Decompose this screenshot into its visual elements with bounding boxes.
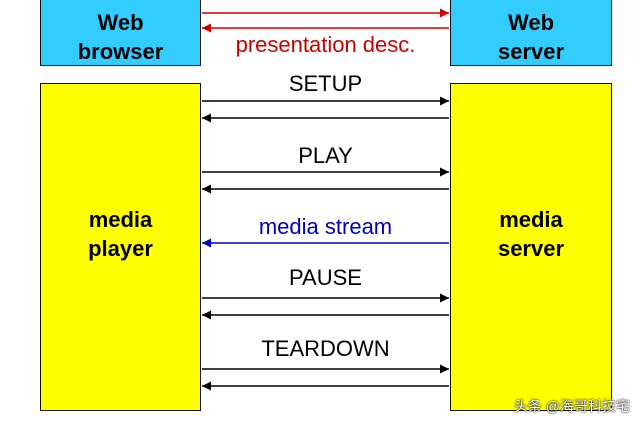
presentation-desc-label: presentation desc. [235,32,416,57]
setup-label: SETUP [288,71,363,96]
media-player-label: media player [88,207,153,261]
media-server-box: media server [450,83,612,411]
web-server-box: Web server [450,0,612,66]
media-player-box: media player [40,83,201,411]
web-server-label: Web server [497,10,565,64]
watermark: 头条 @海哥科技宅 [513,398,630,414]
teardown-label: TEARDOWN [261,336,390,361]
play-label: PLAY [298,143,353,168]
web-browser-label: Web browser [77,10,164,64]
pause-label: PAUSE [289,265,362,290]
media-stream-label: media stream [258,214,393,239]
media-server-label: media server [497,207,565,261]
web-browser-box: Web browser [40,0,201,66]
